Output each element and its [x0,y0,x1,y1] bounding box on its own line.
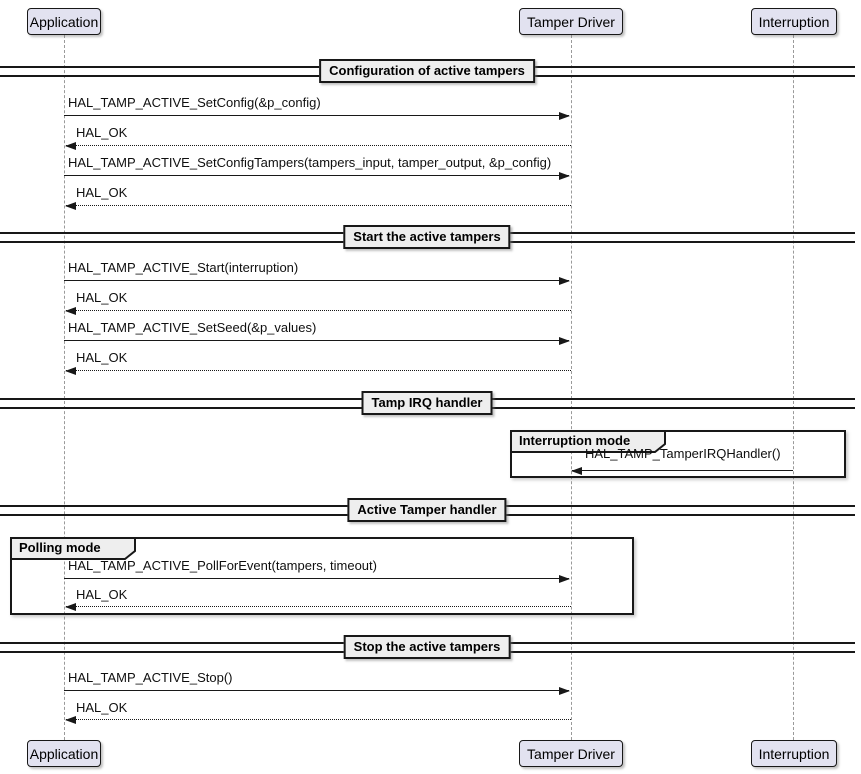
group-label: Interruption mode [519,433,631,448]
message-label: HAL_TAMP_ACTIVE_SetConfigTampers(tampers… [68,155,552,170]
group-polling-mode: Polling mode [10,537,634,615]
divider-irq-handler: Tamp IRQ handler [361,391,493,415]
message-arrow [64,277,570,285]
participant-application-bottom: Application [27,740,101,767]
group-interruption-mode: Interruption mode [510,430,846,478]
lifeline-interruption [793,35,794,740]
return-arrow [65,307,571,315]
message-arrow [64,112,570,120]
participant-label: Tamper Driver [527,745,615,762]
participant-tamper-driver-bottom: Tamper Driver [519,740,623,767]
return-arrow [65,603,571,611]
return-arrow [65,202,571,210]
return-label: HAL_OK [76,290,128,305]
return-label: HAL_OK [76,125,128,140]
return-arrow [65,716,571,724]
participant-label: Application [29,13,99,30]
message-arrow [571,467,793,475]
participant-label: Application [29,745,99,762]
message-arrow [64,687,570,695]
participant-interruption-top: Interruption [751,8,837,35]
message-label: HAL_TAMP_ACTIVE_SetSeed(&p_values) [68,320,317,335]
group-tab-shape [10,537,136,560]
lifeline-tamper-driver [571,35,572,740]
participant-interruption-bottom: Interruption [751,740,837,767]
participant-label: Interruption [758,13,830,30]
return-label: HAL_OK [76,185,128,200]
message-arrow [64,575,570,583]
return-arrow [65,367,571,375]
divider-configuration: Configuration of active tampers [319,59,535,83]
message-label: HAL_TAMP_ACTIVE_PollForEvent(tampers, ti… [68,558,377,573]
message-label: HAL_TAMP_ACTIVE_Stop() [68,670,233,685]
message-label: HAL_TAMP_TamperIRQHandler() [585,446,781,461]
return-label: HAL_OK [76,700,128,715]
participant-tamper-driver-top: Tamper Driver [519,8,623,35]
group-tab-shape [510,430,666,453]
divider-start: Start the active tampers [343,225,511,249]
participant-application-top: Application [27,8,101,35]
divider-active-tamper-handler: Active Tamper handler [347,498,507,522]
message-label: HAL_TAMP_ACTIVE_Start(interruption) [68,260,299,275]
group-label: Polling mode [19,540,101,555]
return-label: HAL_OK [76,587,128,602]
participant-label: Interruption [758,745,830,762]
message-label: HAL_TAMP_ACTIVE_SetConfig(&p_config) [68,95,321,110]
message-arrow [64,337,570,345]
lifeline-application [64,35,65,740]
divider-stop: Stop the active tampers [343,635,511,659]
return-arrow [65,142,571,150]
message-arrow [64,172,570,180]
participant-label: Tamper Driver [527,13,615,30]
return-label: HAL_OK [76,350,128,365]
